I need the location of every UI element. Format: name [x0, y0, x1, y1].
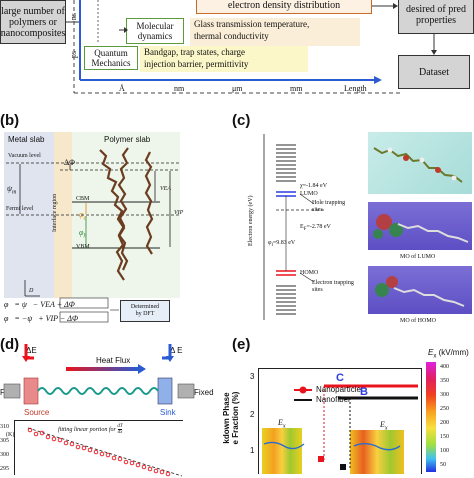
- phi-e-equation: φ = ψ − VEA + ΔΦ: [4, 300, 75, 309]
- ex-right-label: Ex: [380, 420, 388, 432]
- homo-label: HOMO: [300, 270, 319, 276]
- cbar-tick-100: 100: [440, 448, 449, 454]
- legend-nanofiber: Nanofiber: [316, 395, 351, 404]
- field-map-right: [350, 430, 404, 474]
- breakdown-plot: [263, 384, 418, 470]
- x-tick-mm: mm: [290, 84, 303, 93]
- colorbar: [426, 362, 436, 472]
- y-tick-3: 3: [250, 372, 255, 381]
- sink-label: Sink: [160, 408, 176, 417]
- cbar-tick-200: 200: [440, 420, 449, 426]
- legend-nanoparticle: Nanoparticle: [316, 385, 361, 394]
- panel-b-diagram: [6, 147, 180, 297]
- polymers-box: large number of polymers or nanocomposit…: [0, 0, 66, 44]
- y-tick-305: 305: [0, 438, 9, 444]
- vea-label: VEA: [160, 186, 171, 192]
- b-marker-label: B: [360, 386, 368, 398]
- cbar-tick-300: 300: [440, 392, 449, 398]
- molecule-structure-image: [368, 132, 472, 194]
- source-label: Source: [24, 408, 50, 417]
- y-tick-295: 295: [0, 466, 9, 472]
- axis-d-label: D: [29, 288, 34, 294]
- mo-homo-orbitals: [375, 276, 465, 307]
- y-axis-title: kdown Phase e Fraction (%): [222, 391, 240, 445]
- c-marker-label: C: [336, 372, 344, 384]
- delta-e-right-label: Δ E: [170, 346, 183, 355]
- mo-lumo-orbitals: [373, 214, 469, 243]
- panel-d-label: (d): [0, 336, 20, 353]
- polymer-slab-title: Polymer slab: [104, 135, 151, 144]
- delta-phi-label: ΔΦ: [64, 158, 75, 167]
- temperature-plot: [14, 420, 183, 475]
- cbar-tick-150: 150: [440, 434, 449, 440]
- energy-axis-label: Electron energy (eV): [248, 195, 254, 246]
- x-tick-um: μm: [232, 84, 243, 93]
- panel-e-label: (e): [232, 336, 251, 353]
- vbm-label: VBM: [76, 244, 90, 250]
- cbar-tick-350: 350: [440, 378, 449, 384]
- temperature-profile: [27, 427, 183, 477]
- mo-lumo-caption: MO of LUMO: [400, 254, 436, 260]
- energy-level-diagram: [263, 134, 326, 320]
- y-tick-2: 2: [250, 410, 255, 419]
- phi-h-equation: φ = −ψ + VIP − ΔΦ: [4, 314, 79, 323]
- delta-e-left-label: ΔE: [26, 346, 37, 355]
- field-map-left: [262, 428, 302, 474]
- hole-trapping-label: Hole trapping sites: [312, 200, 346, 213]
- molecule-chain-icon: [373, 147, 463, 183]
- quantum-mechanics-box: Quantum Mechanics: [84, 46, 138, 70]
- colorbar-title: Ex (kV/mm): [428, 348, 469, 360]
- panel-c-label: (c): [232, 112, 251, 129]
- y-tick-1: 1: [250, 446, 255, 455]
- phi-h-label: φh: [79, 228, 87, 240]
- md-description: Glass transmission temperature, thermal …: [190, 18, 360, 46]
- panel-a-axes: [66, 0, 437, 94]
- metal-slab-title: Metal slab: [8, 135, 45, 144]
- heat-flux-label: Heat Flux: [96, 356, 131, 365]
- lumo-label: LUMO: [300, 191, 318, 197]
- y-tick-310: 310: [0, 424, 9, 430]
- dataset-box: Dataset: [398, 55, 470, 89]
- x-tick-nm: nm: [174, 84, 185, 93]
- cbar-tick-400: 400: [440, 364, 449, 370]
- electron-density-box: electron density distribution: [196, 0, 372, 14]
- y-unit-label: (K): [6, 432, 15, 438]
- x-tick-length: Length: [344, 84, 367, 93]
- cbar-tick-250: 250: [440, 406, 449, 412]
- fixed-right-label: Fixed: [194, 388, 214, 397]
- electron-trapping-label: Electron trapping sites: [312, 280, 354, 293]
- heat-flux-diagram: [3, 344, 195, 405]
- psi-m-label: ψm: [7, 184, 17, 196]
- vip-label: VIP: [174, 210, 184, 216]
- panel-b-label: (b): [0, 112, 20, 129]
- lower-levels: [276, 285, 296, 315]
- phi-value-label: φl=9.83 eV: [268, 240, 296, 249]
- upper-levels: [276, 144, 296, 182]
- dft-box: Determined by DFT: [120, 300, 170, 322]
- y-tick-300: 300: [0, 452, 9, 458]
- phi-e-label: φe: [79, 210, 87, 222]
- cbm-label: CBM: [76, 196, 90, 202]
- chi-label: χ=-1.84 eV: [300, 183, 328, 189]
- breakdown-plot-frame: [258, 368, 422, 474]
- ex-left-label: Ex: [278, 418, 286, 430]
- qm-description: Bandgap, trap states, charge injection b…: [140, 46, 308, 72]
- mo-homo-caption: MO of HOMO: [400, 318, 436, 324]
- cbar-tick-50: 50: [440, 462, 446, 468]
- fermi-energy-label: EF=-2.78 eV: [300, 224, 331, 233]
- vacuum-level-label: Vacuum level: [8, 153, 41, 159]
- eq-brackets: [59, 297, 119, 323]
- x-tick-angstrom: Å: [119, 84, 125, 93]
